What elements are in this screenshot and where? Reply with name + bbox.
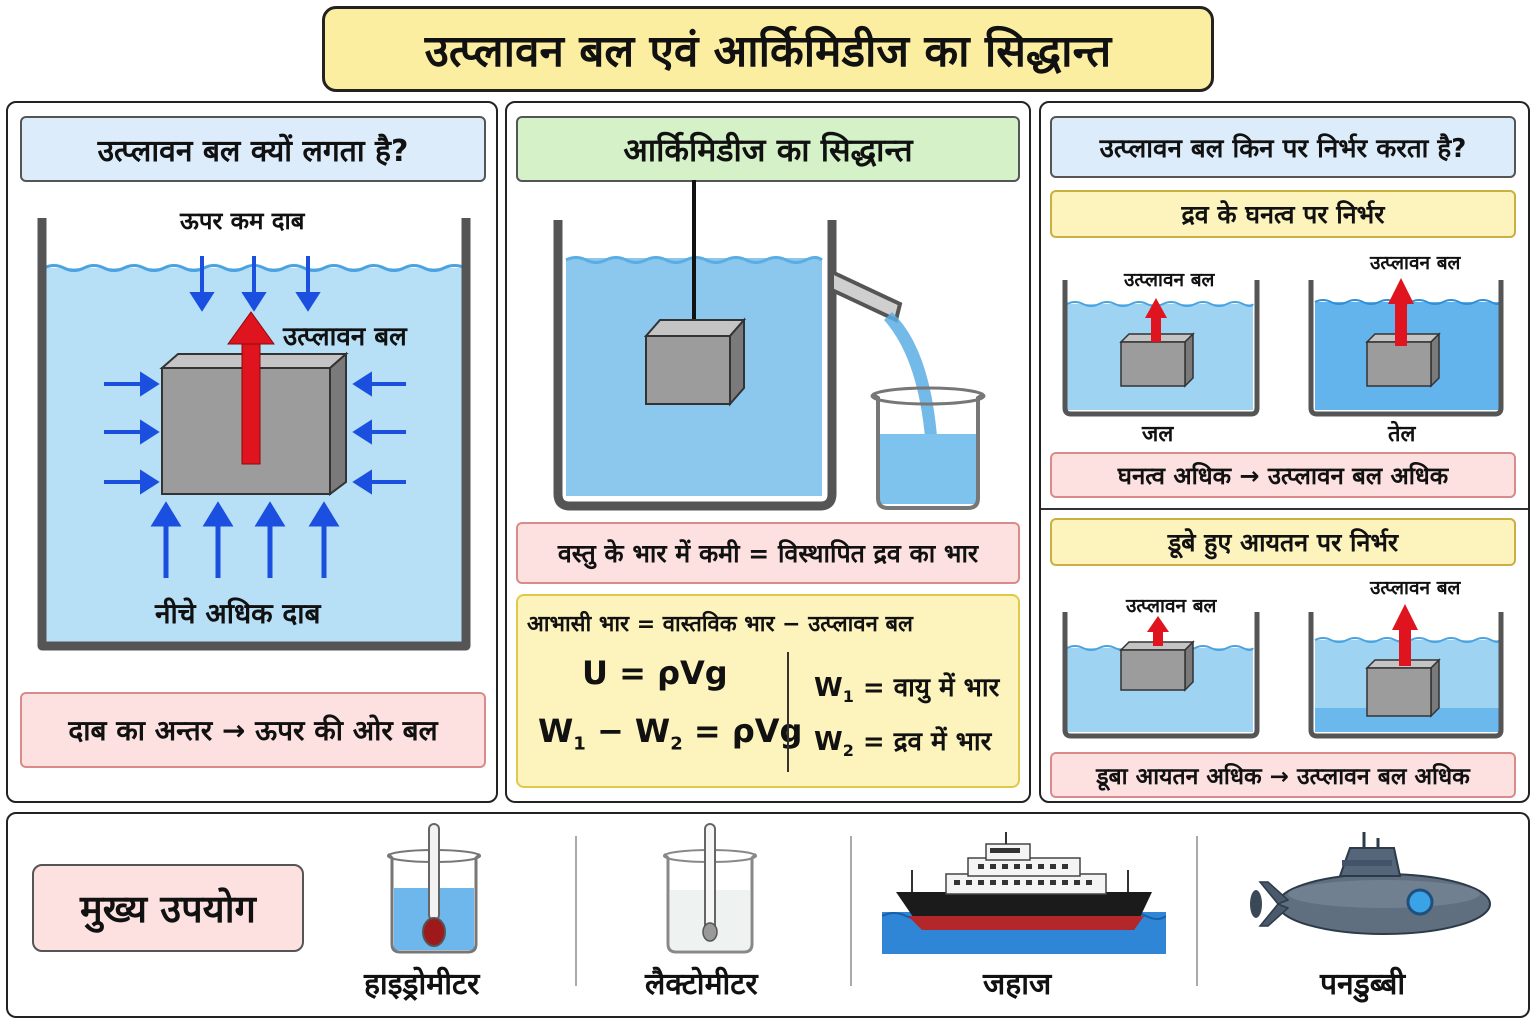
formula-box <box>516 594 1020 788</box>
bottom-pressure-arrows <box>150 501 340 578</box>
overflow-stream <box>884 312 938 450</box>
buoyancy-arrow-shaft <box>241 339 261 465</box>
density-right-force-label: उत्प्लावन बल <box>1370 252 1461 274</box>
use-label-submarine: पनडुब्बी <box>1320 967 1406 1002</box>
partial-submerged-tank <box>1062 612 1260 739</box>
oil-tank <box>1308 280 1504 417</box>
apparent-weight-formula: आभासी भार = वास्तविक भार − उत्प्लावन बल <box>527 612 913 637</box>
use-label-hydrometer: हाइड्रोमीटर <box>364 967 480 1002</box>
buoyancy-formula: U = ρVg <box>582 654 728 692</box>
weight-in-air-label: W1 = वायु में भार <box>814 673 1000 707</box>
suspended-block-front <box>645 335 731 405</box>
lactometer-icon <box>662 823 758 954</box>
panel1-heading: उत्प्लावन बल क्यों लगता है? <box>20 116 486 182</box>
hydrometer-icon <box>386 823 482 954</box>
top-pressure-arrows <box>189 256 321 312</box>
use-label-lactometer: लैक्टोमीटर <box>645 967 758 1002</box>
buoyancy-force-label: उत्प्लावन बल <box>283 322 407 352</box>
archimedes-diagram <box>553 180 986 511</box>
large-force-arrow <box>1392 604 1418 630</box>
beaker-water <box>878 434 978 504</box>
weight-difference-formula: W1 − W2 = ρVg <box>538 712 803 755</box>
tank-outline <box>37 218 471 651</box>
overflow-spout <box>830 268 903 323</box>
volume-subheading: डूबे हुए आयतन पर निर्भर <box>1050 518 1516 566</box>
page-title: उत्प्लावन बल एवं आर्किमिडीज का सिद्धान्त <box>322 6 1214 92</box>
volume-right-force-label: उत्प्लावन बल <box>1370 577 1461 599</box>
beaker <box>870 392 986 510</box>
oil-force-arrow-head <box>1388 278 1414 304</box>
density-left-force-label: उत्प्लावन बल <box>1124 269 1215 291</box>
uses-divider-1 <box>575 836 577 986</box>
panel3-divider <box>1041 508 1528 510</box>
use-label-ship: जहाज <box>983 967 1052 1002</box>
oil-label: तेल <box>1388 422 1416 447</box>
density-comparison-diagram <box>1062 278 1504 417</box>
partial-submerged-block <box>1120 649 1186 691</box>
water-force-arrow-head <box>1145 298 1167 318</box>
pressure-difference-note: दाब का अन्तर → ऊपर की ओर बल <box>20 692 486 768</box>
water-force-arrow-shaft <box>1151 316 1161 342</box>
beaker-rim <box>870 386 986 406</box>
formula-divider <box>787 652 789 772</box>
water-block <box>1120 341 1186 387</box>
buoyancy-diagram <box>37 218 471 651</box>
volume-comparison-diagram <box>1062 604 1504 739</box>
top-pressure-label: ऊपर कम दाब <box>180 207 305 235</box>
archimedes-statement: वस्तु के भार में कमी = विस्थापित द्रव का… <box>516 522 1020 584</box>
submarine-icon <box>1250 832 1491 935</box>
overflow-tank <box>553 220 837 511</box>
water-tank <box>1062 280 1260 417</box>
buoyancy-arrow-head <box>227 311 275 345</box>
uses-divider-3 <box>1196 836 1198 986</box>
side-pressure-arrows <box>104 371 406 495</box>
oil-force-arrow-shaft <box>1395 300 1407 346</box>
small-force-arrow <box>1147 616 1169 632</box>
suspended-block-side <box>729 317 745 407</box>
panel2-heading: आर्किमिडीज का सिद्धान्त <box>516 116 1020 182</box>
weight-in-liquid-label: W2 = द्रव में भार <box>814 727 992 761</box>
suspended-block-top <box>643 319 747 337</box>
volume-left-force-label: उत्प्लावन बल <box>1126 595 1217 617</box>
uses-divider-2 <box>850 836 852 986</box>
full-submerged-tank <box>1308 612 1504 739</box>
ship-icon <box>882 832 1166 954</box>
panel3-heading: उत्प्लावन बल किन पर निर्भर करता है? <box>1050 116 1516 178</box>
full-submerged-block <box>1366 667 1432 717</box>
oil-block <box>1366 341 1432 387</box>
density-subheading: द्रव के घनत्व पर निर्भर <box>1050 190 1516 238</box>
uses-heading: मुख्य उपयोग <box>32 864 304 952</box>
bottom-pressure-label: नीचे अधिक दाब <box>155 597 321 630</box>
density-note: घनत्व अधिक → उत्प्लावन बल अधिक <box>1050 452 1516 498</box>
volume-note: डूबा आयतन अधिक → उत्प्लावन बल अधिक <box>1050 752 1516 798</box>
block-side <box>329 351 347 496</box>
water-label: जल <box>1142 422 1174 447</box>
